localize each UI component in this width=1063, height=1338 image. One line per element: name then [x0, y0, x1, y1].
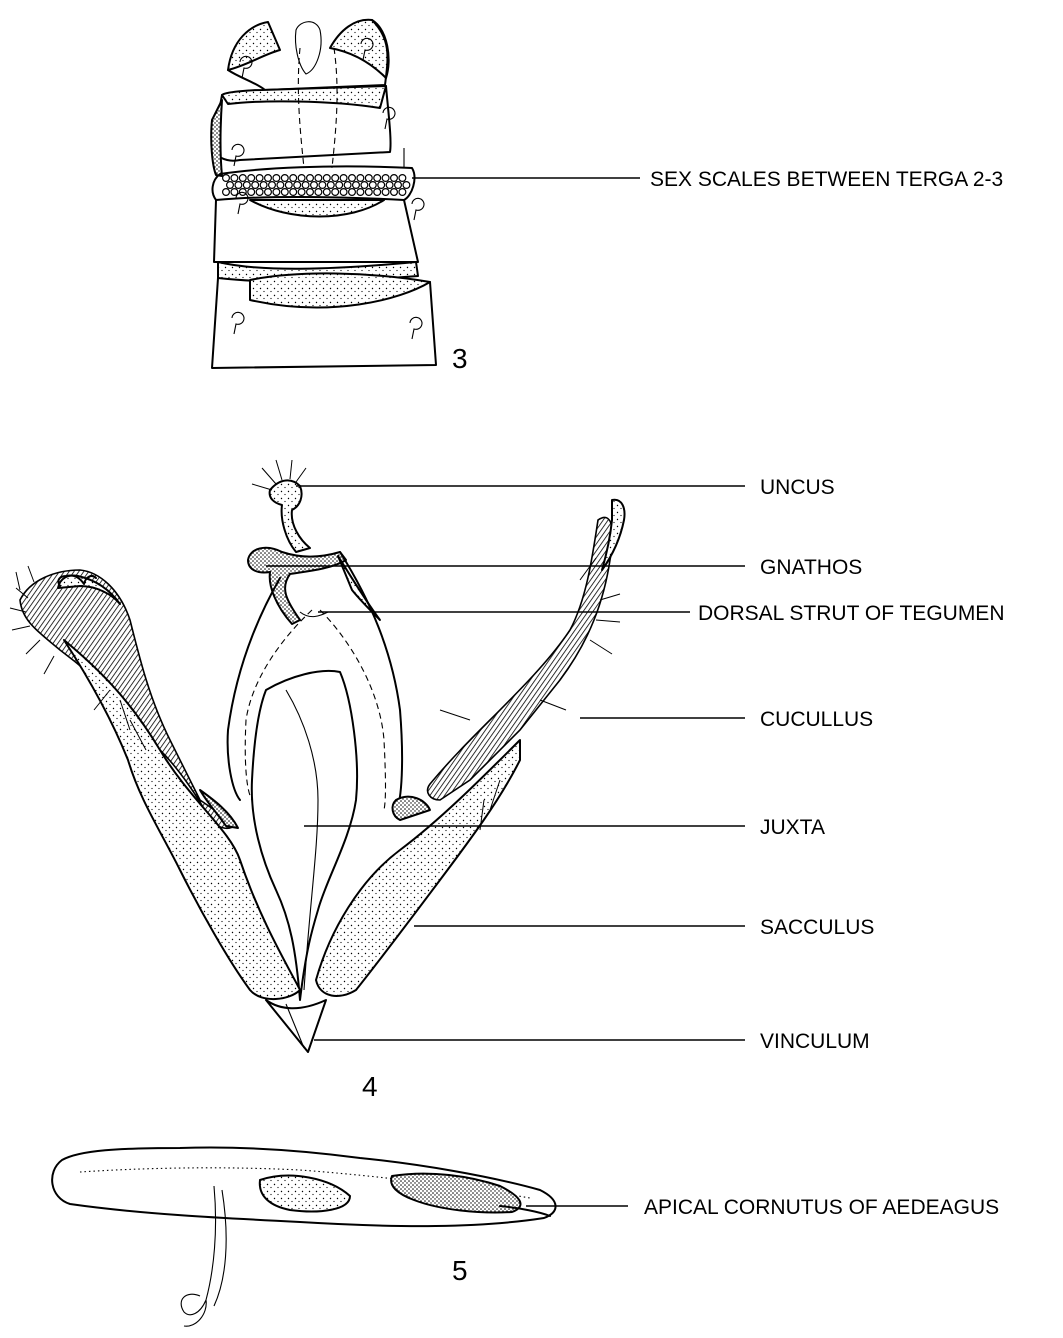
sex-scale-bead [386, 182, 393, 189]
callout-labels: SEX SCALES BETWEEN TERGA 2-3 UNCUS GNATH… [644, 168, 1004, 1219]
sex-scale-bead [395, 182, 402, 189]
sex-scale-bead [307, 189, 314, 196]
sex-scale-bead [269, 182, 276, 189]
sex-scale-bead [374, 175, 381, 182]
sex-scale-bead [315, 175, 322, 182]
sex-scale-bead [227, 182, 234, 189]
label-dorsal-strut: DORSAL STRUT OF TEGUMEN [698, 602, 1004, 625]
sex-scale-bead [235, 182, 242, 189]
figure-number-3: 3 [452, 343, 468, 374]
sex-scale-bead [290, 189, 297, 196]
sex-scale-bead [223, 175, 230, 182]
sex-scale-bead [281, 189, 288, 196]
sex-scale-bead [239, 175, 246, 182]
sex-scale-bead [323, 175, 330, 182]
figure-5-aedeagus-drawing [52, 1147, 555, 1326]
label-vinculum: VINCULUM [760, 1030, 870, 1053]
sex-scale-bead [365, 189, 372, 196]
sex-scale-bead [311, 182, 318, 189]
sex-scale-bead [374, 189, 381, 196]
sex-scale-bead [332, 175, 339, 182]
sex-scale-bead [319, 182, 326, 189]
sex-scale-bead [260, 182, 267, 189]
sex-scale-bead [365, 175, 372, 182]
sex-scale-bead [248, 189, 255, 196]
sex-scale-bead [248, 175, 255, 182]
sex-scale-bead [298, 175, 305, 182]
label-cucullus: CUCULLUS [760, 708, 873, 731]
sex-scale-bead [327, 182, 334, 189]
sex-scale-bead [403, 182, 410, 189]
sex-scale-bead [302, 182, 309, 189]
sex-scale-bead [243, 182, 250, 189]
figure-number-5: 5 [452, 1255, 468, 1286]
sex-scale-bead [223, 189, 230, 196]
sex-scale-bead [399, 189, 406, 196]
label-sex-scales: SEX SCALES BETWEEN TERGA 2-3 [650, 168, 1003, 191]
sex-scale-bead [357, 189, 364, 196]
sex-scale-bead [294, 182, 301, 189]
figure-3-abdomen-drawing [211, 20, 436, 368]
sex-scale-bead [277, 182, 284, 189]
sex-scale-bead [265, 189, 272, 196]
sex-scale-bead [285, 182, 292, 189]
sex-scale-bead [340, 189, 347, 196]
figure-4-genitalia-drawing [10, 460, 625, 1052]
sex-scale-bead [349, 189, 356, 196]
figure-number-4: 4 [362, 1071, 378, 1102]
sex-scale-bead [361, 182, 368, 189]
sex-scale-bead [382, 175, 389, 182]
sex-scale-bead [281, 175, 288, 182]
label-apical-cornutus: APICAL CORNUTUS OF AEDEAGUS [644, 1196, 999, 1219]
sex-scale-bead [357, 175, 364, 182]
sex-scale-bead [340, 175, 347, 182]
sex-scale-bead [307, 175, 314, 182]
label-juxta: JUXTA [760, 816, 825, 839]
sex-scale-bead [256, 175, 263, 182]
sex-scale-bead [391, 189, 398, 196]
sex-scale-bead [344, 182, 351, 189]
label-uncus: UNCUS [760, 476, 835, 499]
sex-scale-bead [382, 189, 389, 196]
sex-scale-bead [349, 175, 356, 182]
sex-scale-bead [298, 189, 305, 196]
sex-scale-bead [315, 189, 322, 196]
sex-scale-bead [336, 182, 343, 189]
sex-scale-bead [265, 175, 272, 182]
sex-scale-bead [273, 189, 280, 196]
sex-scale-bead [323, 189, 330, 196]
sex-scale-bead [332, 189, 339, 196]
sex-scale-bead [273, 175, 280, 182]
sex-scale-bead [399, 175, 406, 182]
label-gnathos: GNATHOS [760, 556, 862, 579]
sex-scale-bead [369, 182, 376, 189]
label-sacculus: SACCULUS [760, 916, 874, 939]
sex-scale-bead [256, 189, 263, 196]
sex-scale-bead [391, 175, 398, 182]
leader-lines [266, 178, 745, 1206]
sex-scale-bead [252, 182, 259, 189]
sex-scale-bead [353, 182, 360, 189]
sex-scale-bead [231, 175, 238, 182]
sex-scale-bead [378, 182, 385, 189]
sex-scale-bead [290, 175, 297, 182]
